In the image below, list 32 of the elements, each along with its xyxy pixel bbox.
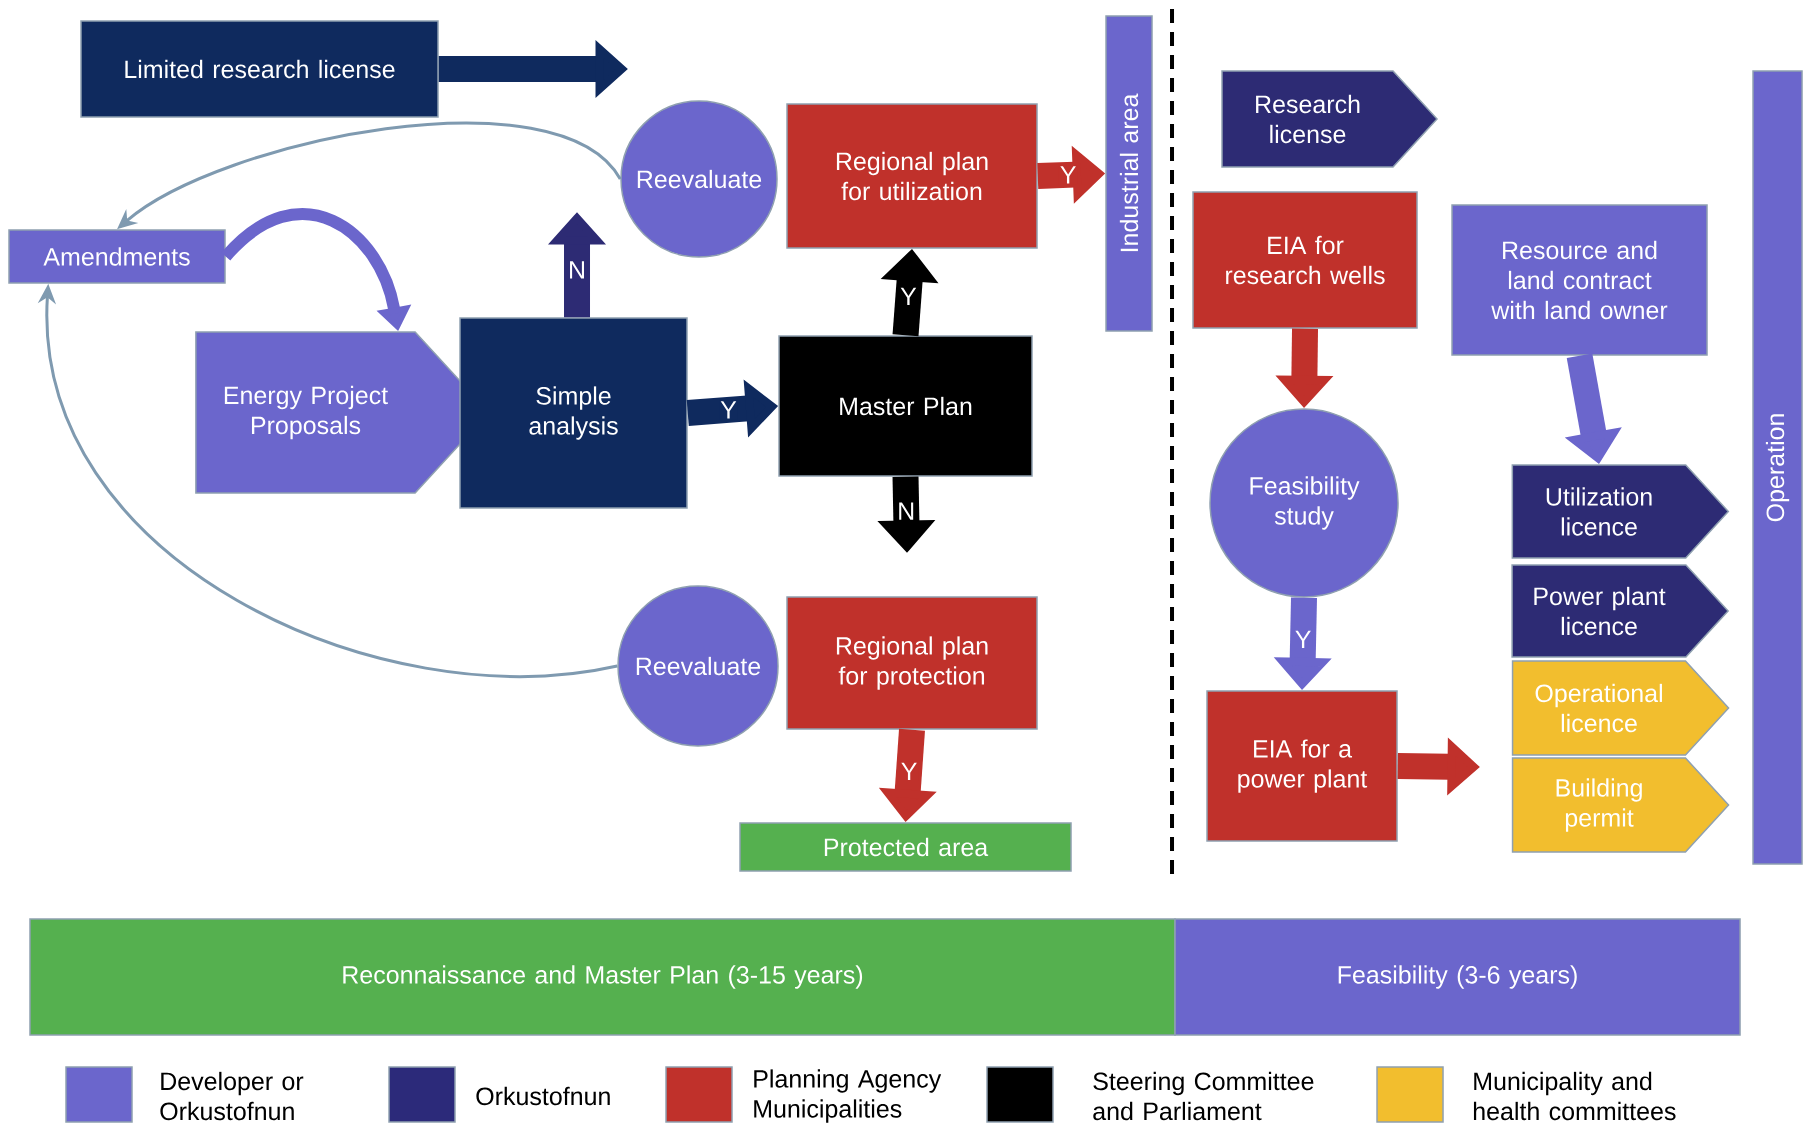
circle-node: Feasibility study: [1209, 408, 1399, 598]
process-box: Regional plan for protection: [786, 596, 1038, 730]
process-box: EIA for a power plant: [1206, 690, 1398, 842]
legend-label: Steering Committee and Parliament: [1093, 1071, 1314, 1121]
process-box: Master Plan: [778, 335, 1033, 477]
phase-band: Feasibility (3-6 years): [1174, 918, 1741, 1036]
vertical-band: Operation: [1752, 70, 1803, 865]
process-box: Simple analysis: [459, 317, 688, 509]
pentagon-box: Research license: [1221, 70, 1439, 168]
edge-label: N: [567, 260, 588, 280]
legend-label: Municipality and health committees: [1473, 1071, 1676, 1121]
legend-label: Developer or Orkustofnun: [160, 1071, 304, 1121]
process-box: Regional plan for utilization: [786, 103, 1038, 249]
legend-label: Planning Agency Municipalities: [754, 1069, 942, 1123]
phase-band: Reconnaissance and Master Plan (3-15 years): [29, 918, 1176, 1036]
pentagon-box: Power plant licence: [1511, 564, 1730, 658]
pentagon-box: Utilization licence: [1511, 464, 1730, 559]
process-box: EIA for research wells: [1192, 191, 1418, 329]
legend-label: Orkustofnun: [476, 1086, 610, 1106]
process-box: Protected area: [739, 822, 1072, 872]
pentagon-box: Operational licence: [1511, 660, 1730, 756]
edge-label: N: [896, 501, 917, 521]
pentagon-box: Energy Project Proposals: [195, 331, 490, 494]
process-box: Amendments: [8, 229, 226, 284]
edge-label: Y: [719, 400, 738, 420]
pentagon-box: Building permit: [1511, 757, 1730, 853]
vertical-band: Industrial area: [1105, 15, 1153, 332]
process-box: Limited research license: [80, 20, 439, 118]
edge-label: Y: [899, 286, 918, 306]
circle-node: Reevaluate: [617, 585, 779, 747]
circle-node: Reevaluate: [620, 100, 778, 258]
process-box: Resource and land contract with land owner: [1451, 204, 1708, 356]
